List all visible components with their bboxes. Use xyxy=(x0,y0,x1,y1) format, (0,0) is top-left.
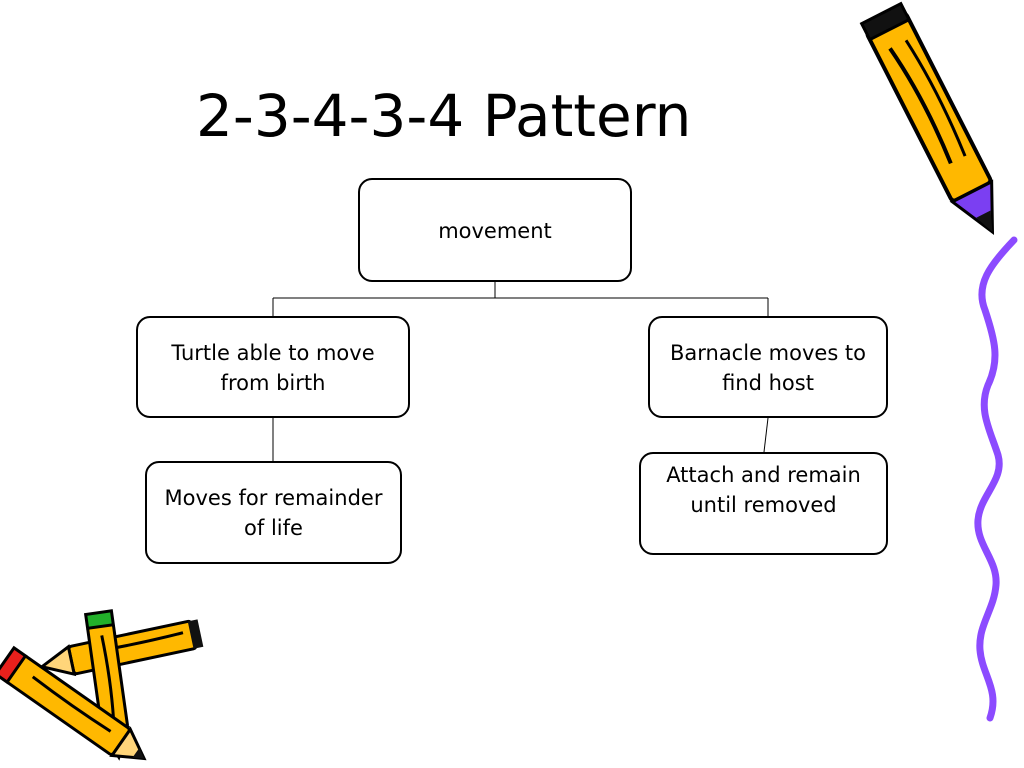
node-left-child: Turtle able to move from birth xyxy=(136,316,410,418)
node-root-label: movement xyxy=(438,219,552,243)
node-left-grandchild: Moves for remainder of life xyxy=(145,461,402,564)
node-right-grandchild: Attach and remain until removed xyxy=(639,452,888,555)
node-right-child: Barnacle moves to find host xyxy=(648,316,888,418)
node-right-grandchild-label: Attach and remain until removed xyxy=(666,463,861,517)
node-left-child-label: Turtle able to move from birth xyxy=(171,341,375,395)
connector-barnacle-attach xyxy=(763,417,769,453)
node-root: movement xyxy=(358,178,632,282)
node-right-child-label: Barnacle moves to find host xyxy=(669,341,867,395)
node-left-grandchild-label: Moves for remainder of life xyxy=(164,486,383,540)
slide-title: 2-3-4-3-4 Pattern xyxy=(196,82,692,150)
